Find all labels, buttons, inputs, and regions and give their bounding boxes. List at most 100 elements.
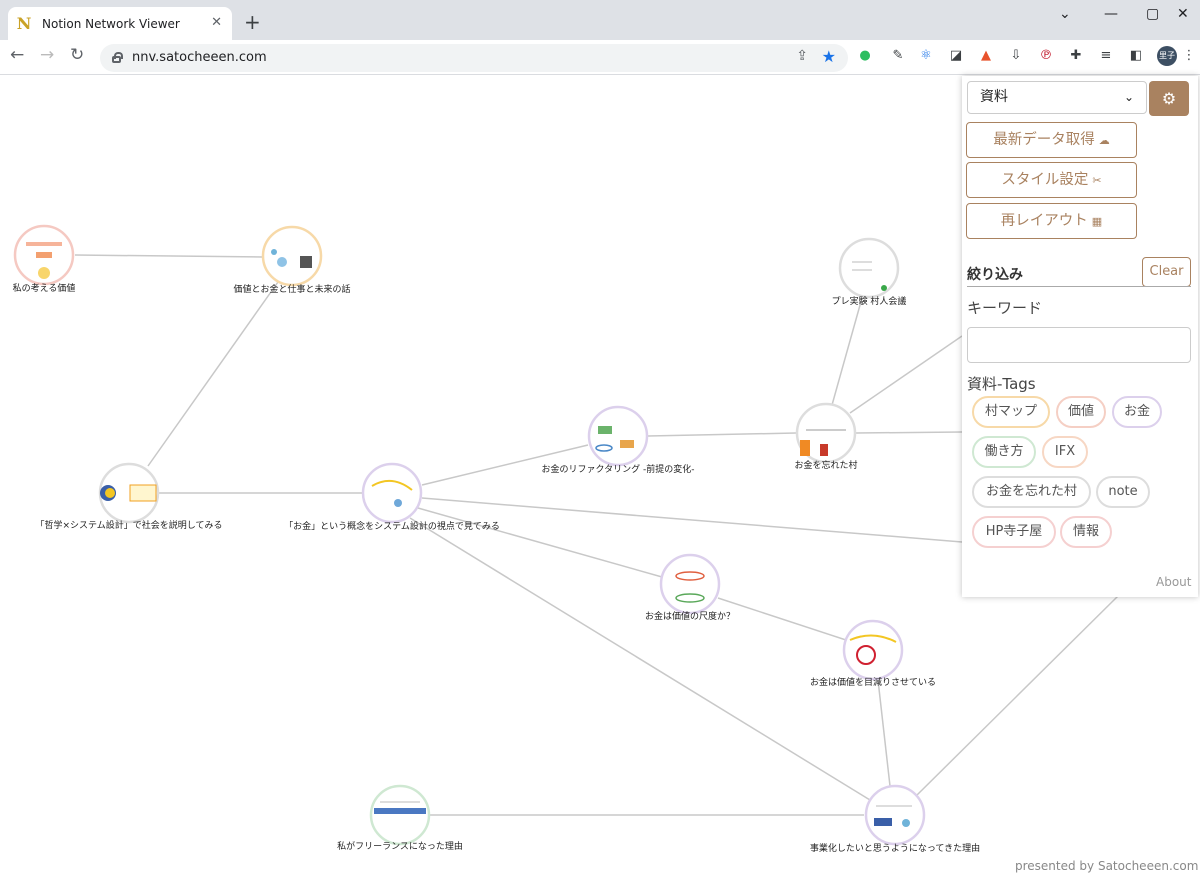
node-circle[interactable] [864,784,926,846]
address-bar[interactable]: nnv.satocheeen.com ⇪ ★ [100,44,848,72]
network-graph[interactable]: 私の考える価値 価値とお金と仕事と未来の話 「哲学×システム設計」で社会を説明し… [0,75,1200,879]
pen-extension-icon[interactable]: ◪ [949,48,963,63]
tag-village-map[interactable]: 村マップ [972,396,1050,428]
clear-filter-button[interactable]: Clear [1142,257,1191,287]
edge [915,595,1119,797]
node-label: 「哲学×システム設計」で社会を説明してみる [35,519,222,531]
tag-ifx[interactable]: IFX [1042,436,1088,468]
database-select[interactable]: 資料 ⌄ [967,81,1147,114]
node-label: 「お金」という概念をシステム設計の視点で見てみる [284,520,500,532]
edge [877,679,891,787]
node-circle[interactable] [261,225,323,287]
style-icon: ✂ [1092,174,1102,187]
reload-icon[interactable]: ↻ [70,45,85,65]
node-label: 私がフリーランスになった理由 [337,840,463,852]
cloud-download-icon: ☁ [1098,134,1110,147]
reading-list-icon[interactable]: ≡ [1100,48,1112,63]
tag-value[interactable]: 価値 [1056,396,1106,428]
edge [421,497,963,543]
edges [74,254,1119,816]
graph-node[interactable]: お金のリファクタリング -前提の変化- [542,405,695,475]
tab-search-chevron-icon[interactable]: ⌄ [1059,6,1071,22]
menu-kebab-icon[interactable]: ⋮ [1182,48,1196,63]
tag-label: 価値 [1067,404,1094,419]
node-label: お金は価値を目減りさせている [810,676,936,688]
graph-node[interactable]: お金は価値を目減りさせている [810,619,936,688]
browser-tab[interactable]: N Notion Network Viewer ✕ [8,7,232,40]
edge [147,281,279,467]
graph-node[interactable]: 価値とお金と仕事と未来の話 [233,225,351,295]
tag-label: 情報 [1072,524,1099,539]
node-label: 価値とお金と仕事と未来の話 [233,283,350,295]
tag-label: HP寺子屋 [985,524,1043,539]
node-circle[interactable] [795,402,857,464]
node-circle[interactable] [838,237,900,299]
graph-node[interactable]: 私がフリーランスになった理由 [337,784,463,852]
graph-node[interactable]: プレ実験 村人会議 [832,237,907,307]
keyword-input[interactable] [967,327,1191,363]
window-close-icon[interactable]: ✕ [1177,6,1189,22]
eyedropper-icon[interactable]: ✎ [892,48,904,63]
side-panel-icon[interactable]: ◧ [1129,48,1143,63]
presented-by-credit[interactable]: presented by Satocheeen.com [1015,859,1199,873]
notion-network-favicon-icon: N [16,13,32,33]
node-label: プレ実験 村人会議 [832,295,907,307]
tab-bar: N Notion Network Viewer ✕ + ⌄ — ▢ ✕ [0,0,1200,40]
profile-avatar[interactable]: 里子 [1157,46,1177,66]
graph-node[interactable]: 事業化したいと思うようになってきた理由 [810,784,980,854]
tab-close-icon[interactable]: ✕ [211,15,222,30]
tab-title: Notion Network Viewer [42,16,180,31]
relayout-button[interactable]: 再レイアウト▦ [966,203,1137,239]
tag-note[interactable]: note [1096,476,1150,508]
react-devtools-icon[interactable]: ⚛ [920,48,932,63]
minimize-icon[interactable]: — [1104,6,1118,22]
back-icon[interactable]: ← [10,45,25,65]
pinterest-icon[interactable]: ℗ [1039,48,1053,63]
fetch-latest-data-button[interactable]: 最新データ取得☁ [966,122,1137,158]
tag-label: お金を忘れた村 [985,484,1077,499]
url-text[interactable]: nnv.satocheeen.com [132,50,267,65]
node-circle[interactable] [659,553,721,615]
edge [849,335,963,414]
edge [417,507,663,578]
tag-hp-terakoya[interactable]: HP寺子屋 [972,516,1056,548]
download-extension-icon[interactable]: ⇩ [1010,48,1022,63]
tag-label: お金 [1123,404,1150,419]
qr-layout-icon: ▦ [1091,215,1103,228]
tag-label: 村マップ [984,404,1037,419]
forward-icon[interactable]: → [40,45,55,65]
style-settings-label: スタイル設定 [1001,172,1089,188]
settings-gear-button[interactable]: ⚙ [1149,81,1189,116]
evernote-icon[interactable]: ● [859,48,871,63]
edge [421,444,589,486]
new-tab-icon[interactable]: + [244,10,261,34]
lock-icon[interactable] [112,52,123,63]
node-label: 私の考える価値 [13,282,76,294]
node-circle[interactable] [361,462,423,524]
bookmark-star-icon[interactable]: ★ [821,47,836,66]
tag-money[interactable]: お金 [1112,396,1162,428]
tag-work-style[interactable]: 働き方 [972,436,1036,468]
graph-node[interactable]: 「哲学×システム設計」で社会を説明してみる [35,462,223,531]
node-circle[interactable] [369,784,431,846]
share-icon[interactable]: ⇪ [796,48,808,64]
tag-label: 働き方 [984,444,1024,459]
tag-information[interactable]: 情報 [1060,516,1112,548]
graph-node[interactable]: 「お金」という概念をシステム設計の視点で見てみる [284,462,500,532]
lock-extension-icon[interactable]: ▲ [981,48,991,63]
node-label: 事業化したいと思うようになってきた理由 [810,842,980,854]
extensions-puzzle-icon[interactable]: ✚ [1070,48,1082,63]
maximize-icon[interactable]: ▢ [1146,6,1160,22]
graph-node[interactable]: お金を忘れた村 [794,402,858,471]
filter-heading: 絞り込み [967,267,1023,283]
style-settings-button[interactable]: スタイル設定✂ [966,162,1137,198]
edge [74,254,263,258]
chevron-down-icon: ⌄ [1123,90,1134,104]
graph-node[interactable]: お金は価値の尺度か？ [645,553,735,622]
tag-village-forgot-money[interactable]: お金を忘れた村 [972,476,1091,508]
graph-node[interactable]: 私の考える価値 [13,224,76,294]
node-circle[interactable] [587,405,649,467]
keyword-label: キーワード [967,299,1043,317]
node-label: お金は価値の尺度か？ [645,610,735,622]
about-link[interactable]: About [1156,575,1192,589]
